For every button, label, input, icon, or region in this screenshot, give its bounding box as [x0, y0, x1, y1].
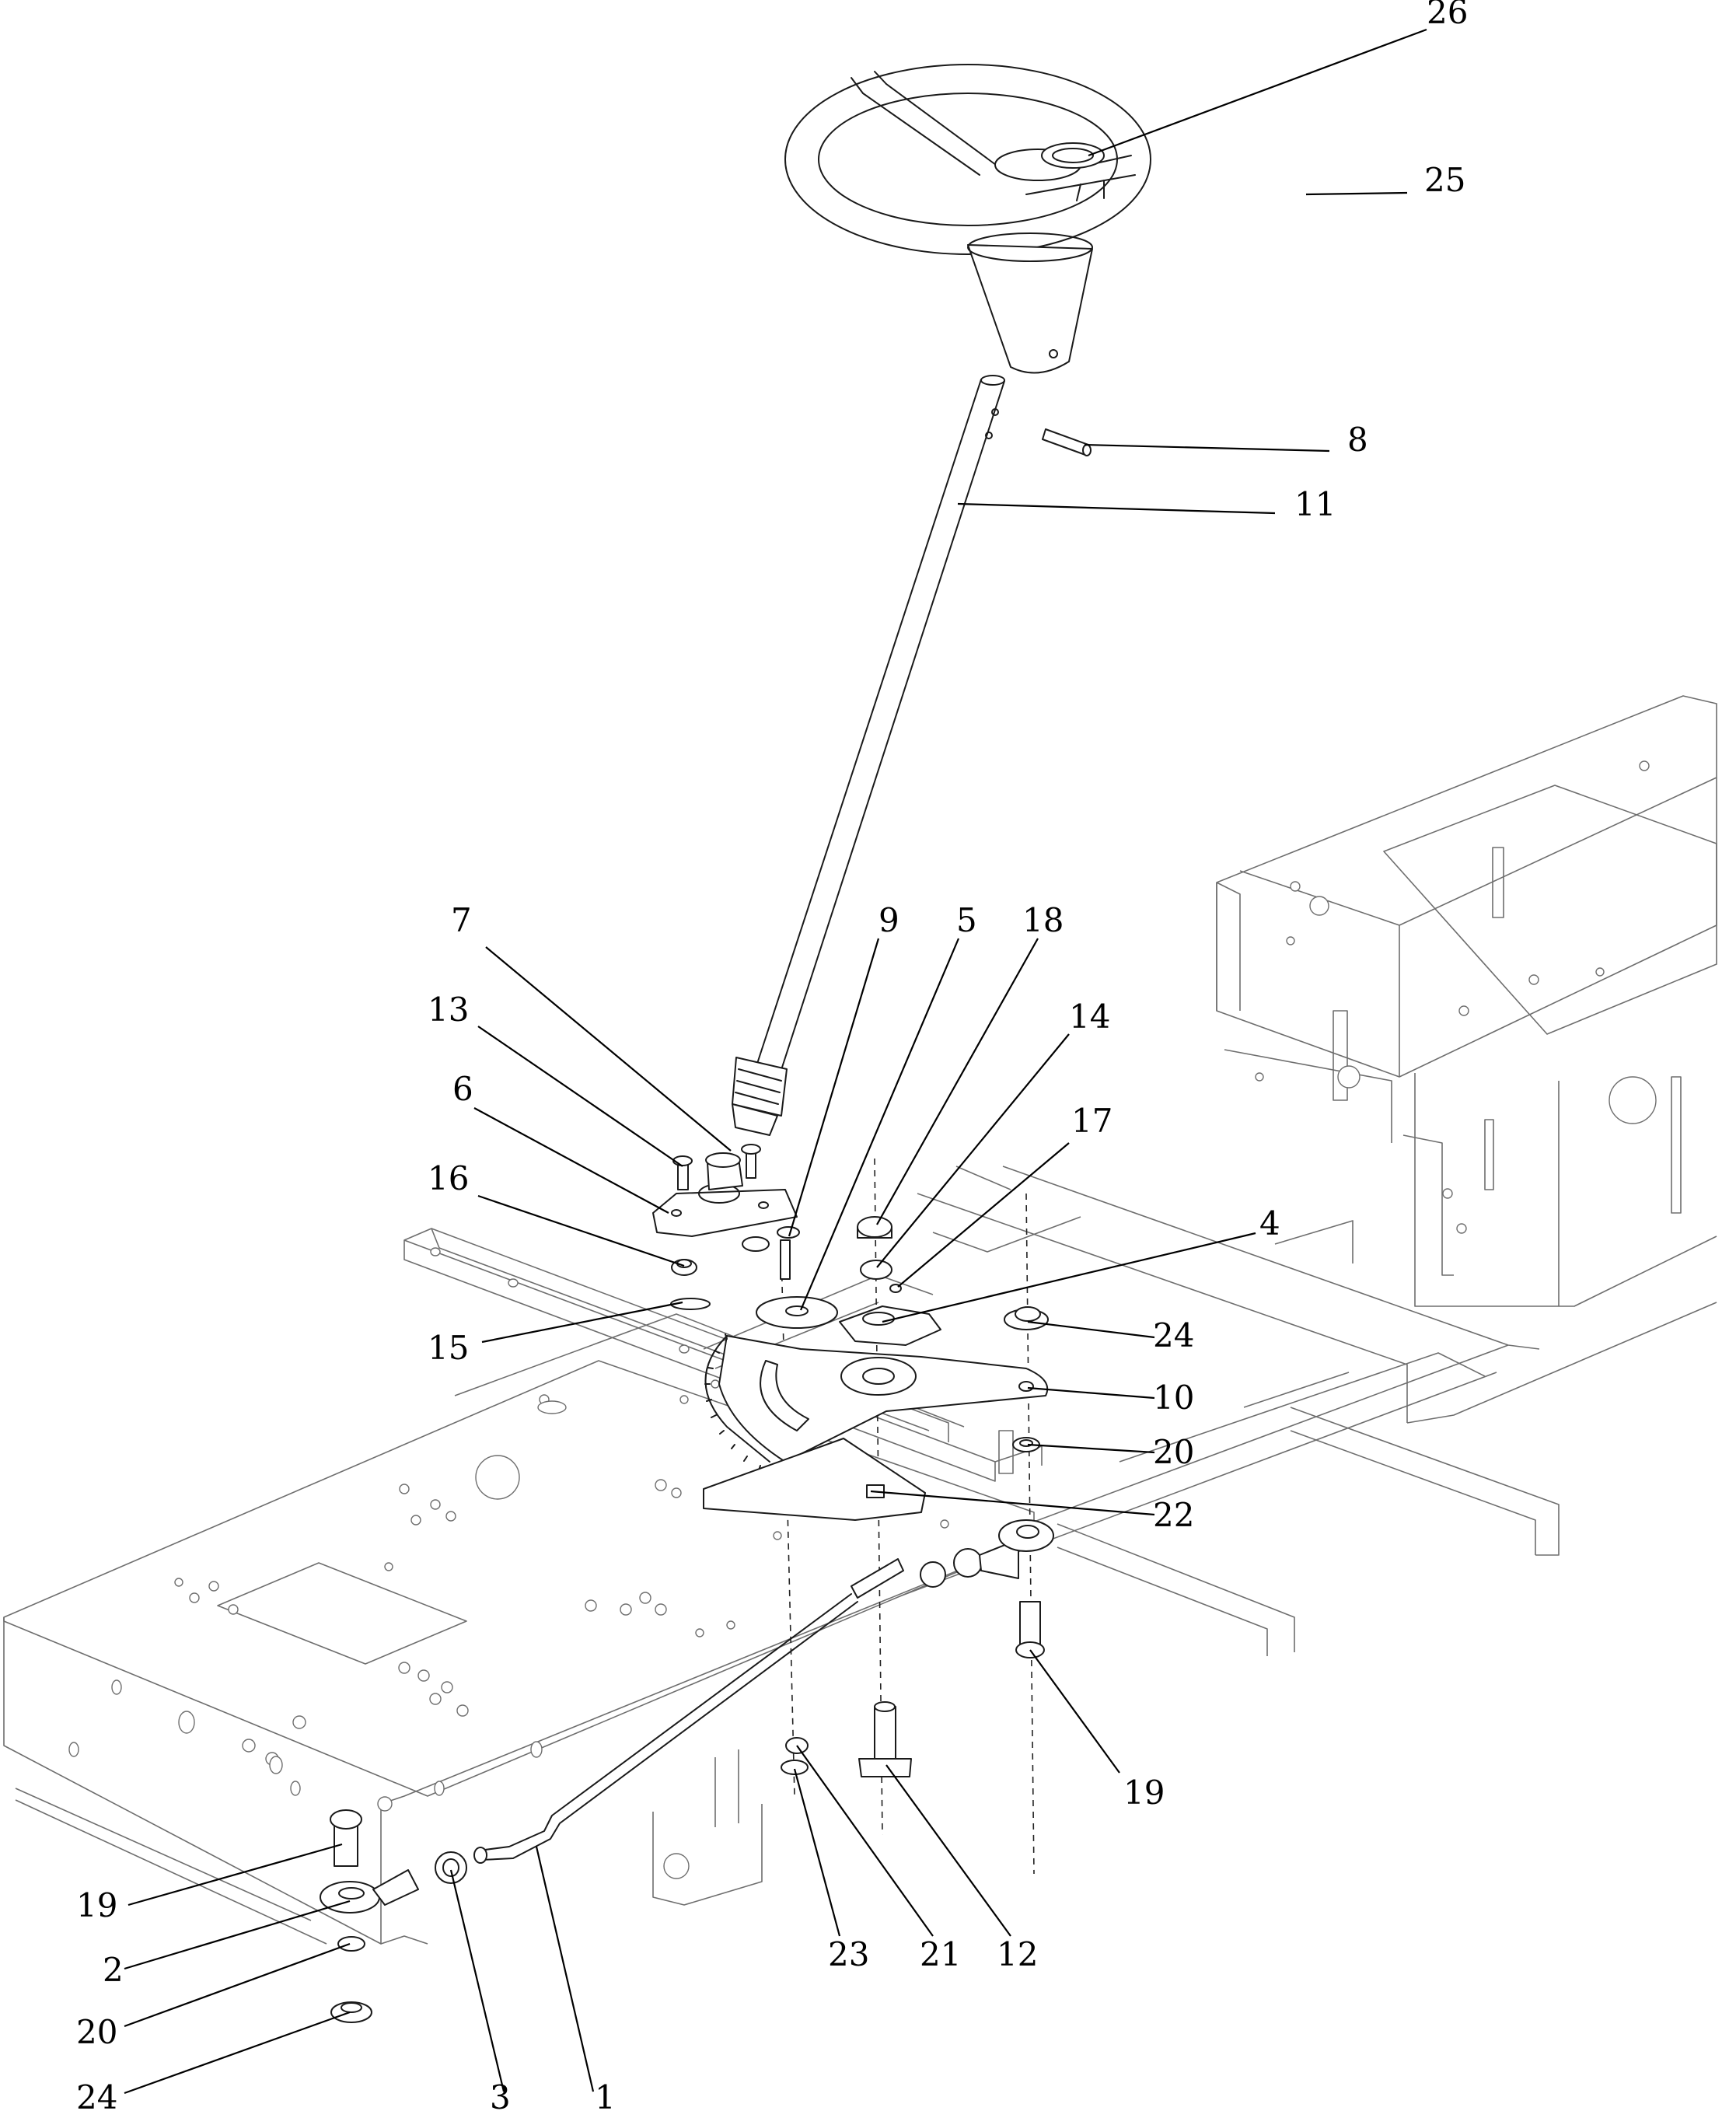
callout-24-lower: 24	[76, 2078, 117, 2111]
callout-10: 10	[1153, 1379, 1194, 1417]
callout-5: 5	[956, 901, 977, 939]
bolt-right	[1015, 1601, 1045, 1658]
callout-13: 13	[428, 991, 469, 1029]
callout-4: 4	[1259, 1204, 1280, 1242]
hub-cap-emblem	[1041, 142, 1105, 169]
callout-24-upper: 24	[1153, 1316, 1194, 1354]
callout-19-left: 19	[76, 1886, 117, 1924]
rear-frame-box	[1216, 695, 1717, 1307]
pinion-plate	[703, 1438, 926, 1521]
callout-8: 8	[1347, 421, 1368, 459]
left-hardware	[320, 1809, 467, 2023]
callout-15: 15	[428, 1329, 469, 1367]
callout-12: 12	[997, 1935, 1038, 1973]
callout-7: 7	[451, 901, 472, 939]
washer-lower	[781, 1760, 809, 1775]
callout-11: 11	[1294, 485, 1336, 523]
leader-lines	[124, 28, 1427, 2095]
callout-20-upper: 20	[1153, 1433, 1194, 1471]
steering-shaft	[732, 375, 1005, 1136]
drag-link	[473, 1519, 1054, 1864]
callout-23: 23	[828, 1935, 869, 1973]
callout-19-right: 19	[1123, 1774, 1165, 1812]
callout-6: 6	[452, 1070, 473, 1108]
shaft-bolt	[858, 1701, 912, 1777]
callout-26: 26	[1427, 0, 1468, 31]
callout-22: 22	[1153, 1496, 1194, 1534]
callout-17: 17	[1071, 1102, 1113, 1140]
callout-labels: 26 25 8 11 7 9 5 18 13 14 6 17 16 4 24 1…	[76, 0, 1468, 2111]
callout-14: 14	[1069, 998, 1110, 1036]
bracket-assembly	[652, 1144, 1049, 1346]
callout-21: 21	[920, 1935, 961, 1973]
callout-9: 9	[878, 901, 899, 939]
callout-18: 18	[1022, 901, 1064, 939]
steering-wheel	[784, 64, 1151, 374]
callout-16: 16	[428, 1159, 469, 1197]
callout-2: 2	[103, 1951, 124, 1989]
roll-pin	[1042, 428, 1092, 456]
callout-20-lower: 20	[76, 2013, 117, 2051]
callout-25: 25	[1424, 161, 1465, 199]
callout-1: 1	[595, 2078, 616, 2111]
callout-3: 3	[490, 2078, 511, 2111]
